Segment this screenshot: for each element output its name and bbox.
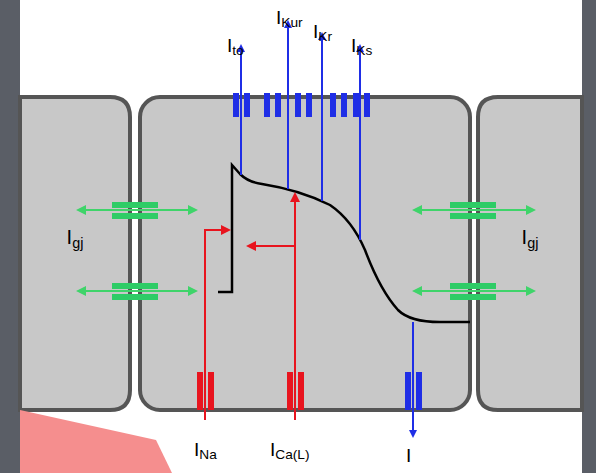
gap-arrows: [78, 210, 534, 291]
current-label: Igj: [522, 227, 539, 250]
gap-junctions: [112, 202, 496, 300]
outward-arrows: [241, 22, 413, 436]
inward-arrows: [205, 194, 295, 420]
white-panel: [20, 0, 582, 473]
current-label: IKr: [313, 22, 332, 44]
current-label: Ito: [227, 36, 244, 58]
current-label: IKur: [276, 8, 303, 30]
cell-shapes: [20, 97, 582, 410]
inward-channels: [197, 372, 304, 410]
current-label: I: [406, 446, 411, 465]
potassium-channels: [233, 93, 422, 410]
action-potential: [218, 165, 470, 322]
decor-triangle: [20, 410, 172, 473]
current-label: IKs: [351, 36, 372, 58]
current-label: ICa(L): [270, 440, 309, 462]
cell-node: Igj: [20, 97, 130, 410]
cell-node: Igj: [478, 97, 582, 410]
current-label: Igj: [67, 227, 84, 250]
current-label: INa: [194, 440, 217, 462]
